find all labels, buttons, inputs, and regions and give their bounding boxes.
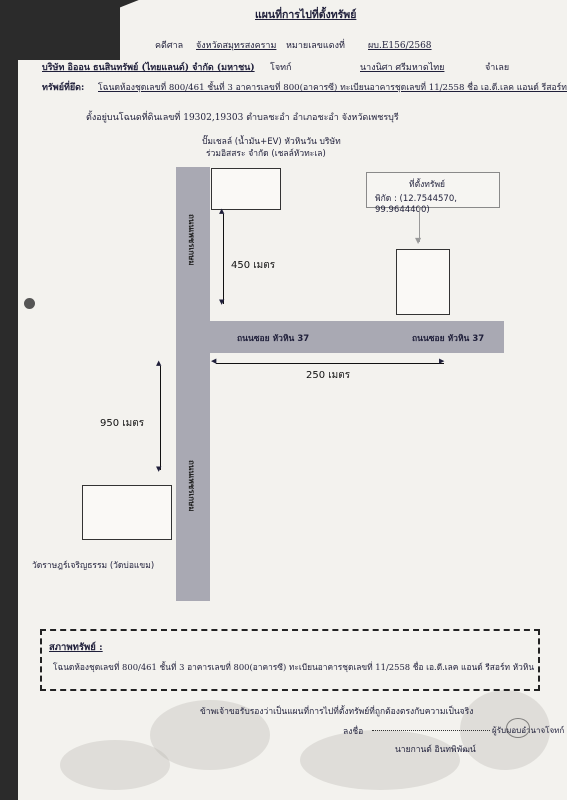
property-box	[396, 249, 450, 315]
stain	[300, 730, 460, 790]
dim-950-label: 950 เมตร	[100, 418, 145, 429]
dim-950-line	[160, 366, 161, 470]
pointer-arrowhead: ▼	[415, 236, 422, 245]
soi-label-right: ถนนซอย หัวหิน 37	[412, 334, 485, 344]
status-box	[40, 629, 540, 691]
stamp-mark	[506, 718, 530, 738]
court-value: จังหวัดสมุทรสงคราม	[196, 41, 277, 51]
page-title: แผนที่การไปที่ตั้งทรัพย์	[255, 9, 357, 21]
document-sheet	[18, 0, 567, 800]
sign-label: ลงชื่อ	[343, 727, 364, 737]
landmark-line1: ปั๊มเชลล์ (น้ำมัน+EV) หัวหินวัน บริษัท	[202, 137, 341, 147]
arrowhead-up: ▲	[219, 207, 225, 215]
punch-hole	[24, 298, 35, 309]
callout-pointer	[419, 206, 420, 242]
arrowhead-left: ◀	[211, 357, 217, 365]
dim-450-label: 450 เมตร	[231, 260, 276, 271]
defendant-label: จำเลย	[485, 63, 510, 73]
stain	[60, 740, 170, 790]
arrowhead-up: ▲	[156, 359, 162, 367]
stain	[150, 700, 270, 770]
main-road-label-lower: ถนนเพชรเกษม	[187, 460, 196, 512]
main-road	[176, 167, 210, 601]
plaintiff-name: บริษัท อิออน ธนสินทรัพย์ (ไทยแลนด์) จำกั…	[42, 63, 255, 73]
callout-coords: พิกัด : (12.7544570, 99.9644400)	[375, 194, 457, 215]
gas-station-box	[211, 168, 281, 210]
landmark-line2: ร่วมอิสสระ จำกัด (เชลล์หัวทะเล)	[206, 149, 326, 159]
status-text: โฉนดห้องชุดเลขที่ 800/461 ชั้นที่ 3 อาคา…	[53, 662, 535, 672]
temple-box	[82, 485, 172, 540]
dim-450-line	[223, 214, 224, 304]
temple-label: วัดราษฎร์เจริญธรรม (วัดบ่อแขม)	[32, 561, 155, 571]
plaintiff-label: โจทก์	[270, 63, 292, 73]
soi-road	[210, 321, 504, 353]
dim-250-line	[216, 363, 444, 364]
main-road-label-upper: ถนนเพชรเกษม	[187, 214, 196, 266]
arrowhead-down: ▼	[156, 465, 162, 473]
asset-value: โฉนดห้องชุดเลขที่ 800/461 ชั้นที่ 3 อาคา…	[98, 83, 567, 93]
signature-line	[372, 720, 490, 731]
property-callout: ที่ตั้งทรัพย์ พิกัด : (12.7544570, 99.96…	[366, 172, 500, 215]
status-label: สภาพทรัพย์ :	[49, 642, 103, 653]
case-label: หมายเลขแดงที่	[286, 41, 345, 51]
defendant-name: นางนิศา ศรีมหาดไทย	[360, 63, 445, 73]
court-label: คดีศาล	[155, 41, 184, 51]
certify-text: ข้าพเจ้าขอรับรองว่าเป็นแผนที่การไปที่ตั้…	[200, 707, 474, 717]
soi-label-left: ถนนซอย หัวหิน 37	[237, 334, 310, 344]
sign-name: นายกานต์ อินทพิพัฒน์	[395, 745, 476, 755]
scan-shadow	[0, 0, 120, 60]
asset-label: ทรัพย์ที่ยึด:	[42, 83, 85, 93]
land-location: ตั้งอยู่บนโฉนดที่ดินเลขที่ 19302,19303 ต…	[86, 113, 399, 123]
arrowhead-right: ▶	[439, 357, 445, 365]
callout-title: ที่ตั้งทรัพย์	[409, 180, 446, 190]
dim-250-label: 250 เมตร	[306, 370, 351, 381]
case-value: ผบ.E156/2568	[368, 41, 432, 51]
arrowhead-down: ▼	[219, 298, 225, 306]
